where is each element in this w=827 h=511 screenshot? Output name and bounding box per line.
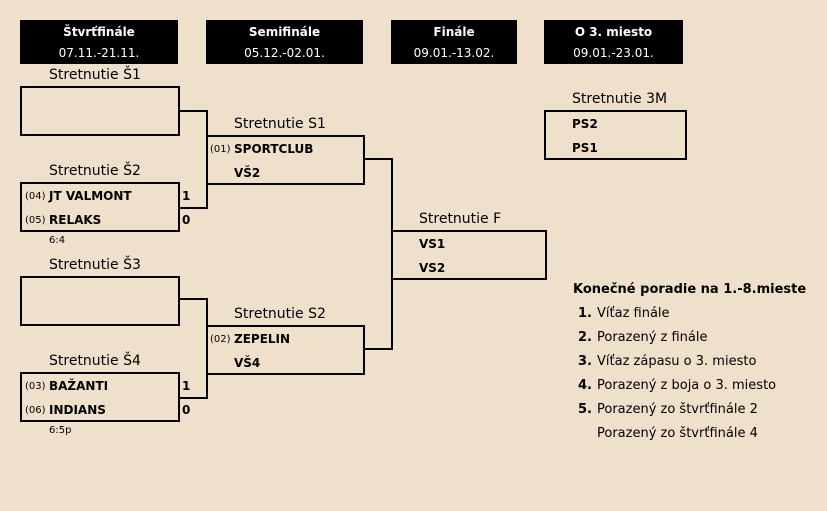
team-name: VŠ2: [234, 166, 261, 180]
match-title-sf1: Stretnutie S1: [234, 116, 326, 132]
ranking-label: Víťaz zápasu o 3. miesto: [597, 354, 757, 369]
round-title: Semifinále: [248, 25, 321, 39]
connector-line: [180, 207, 208, 209]
team-name: PS2: [572, 117, 598, 131]
team-name: VS1: [419, 237, 446, 251]
match-box-final: [391, 230, 547, 280]
connector-line: [206, 298, 208, 399]
ranking-label: Porazený zo štvrťfinále 2: [597, 402, 758, 417]
team-seed: (06): [25, 405, 46, 416]
team-seed: (01): [210, 144, 231, 155]
team-score: 0: [182, 403, 191, 417]
round-dates: 09.01.-13.02.: [413, 46, 495, 60]
team-seed: (05): [25, 215, 46, 226]
match-title-sf2: Stretnutie S2: [234, 306, 326, 322]
match-box-s3: [20, 276, 180, 326]
ranking-label: Víťaz finále: [597, 306, 670, 321]
connector-line: [206, 110, 208, 209]
match-title-third: Stretnutie 3M: [572, 91, 668, 107]
round-dates: 09.01.-23.01.: [573, 46, 654, 60]
round-title: Štvrťfinále: [63, 25, 135, 39]
ranking-number: 5.: [578, 402, 592, 417]
team-score: 0: [182, 213, 191, 227]
ranking-label: Porazený zo štvrťfinále 4: [597, 426, 758, 441]
team-name: SPORTCLUB: [234, 142, 314, 156]
match-box-third: [544, 110, 687, 160]
team-name: RELAKS: [49, 213, 102, 227]
round-dates: 07.11.-21.11.: [58, 46, 140, 60]
team-seed: (02): [210, 334, 231, 345]
team-seed: (04): [25, 191, 46, 202]
ranking-number: 2.: [578, 330, 592, 345]
team-name: VŠ4: [234, 356, 261, 370]
round-dates: 05.12.-02.01.: [244, 46, 325, 60]
team-name: INDIANS: [49, 403, 106, 417]
match-title-s2: Stretnutie Š2: [49, 163, 141, 179]
ranking-number: 4.: [578, 378, 592, 393]
team-score: 1: [182, 379, 191, 393]
round-header-final: Finále 09.01.-13.02.: [391, 20, 517, 64]
team-name: BAŽANTI: [49, 379, 109, 393]
ranking-label: Porazený z finále: [597, 330, 708, 345]
match-result: 6:5p: [49, 425, 72, 436]
connector-line: [391, 158, 393, 350]
round-title: Finále: [433, 25, 475, 39]
connector-line: [365, 158, 393, 160]
match-result: 6:4: [49, 235, 66, 246]
match-title-final: Stretnutie F: [419, 211, 502, 227]
connector-line: [180, 110, 208, 112]
team-name: VS2: [419, 261, 446, 275]
team-name: ZEPELIN: [234, 332, 291, 346]
team-name: PS1: [572, 141, 598, 155]
match-box-s2: [20, 182, 180, 232]
match-box-s4: [20, 372, 180, 422]
ranking-label: Porazený z boja o 3. miesto: [597, 378, 777, 393]
round-header-third-place: O 3. miesto 09.01.-23.01.: [544, 20, 683, 64]
round-title: O 3. miesto: [574, 25, 653, 39]
round-header-semifinal: Semifinále 05.12.-02.01.: [206, 20, 363, 64]
match-title-s3: Stretnutie Š3: [49, 257, 141, 273]
team-score: 1: [182, 189, 191, 203]
ranking-title: Konečné poradie na 1.-8.mieste: [573, 282, 807, 297]
team-seed: (03): [25, 381, 46, 392]
connector-line: [365, 348, 393, 350]
connector-line: [180, 298, 208, 300]
ranking-number: 1.: [578, 306, 592, 321]
ranking-number: 3.: [578, 354, 592, 369]
round-header-quarterfinal: Štvrťfinále 07.11.-21.11.: [20, 20, 178, 64]
match-title-s1: Stretnutie Š1: [49, 67, 141, 83]
match-title-s4: Stretnutie Š4: [49, 353, 141, 369]
connector-line: [180, 397, 208, 399]
match-box-s1: [20, 86, 180, 136]
team-name: JT VALMONT: [49, 189, 132, 203]
